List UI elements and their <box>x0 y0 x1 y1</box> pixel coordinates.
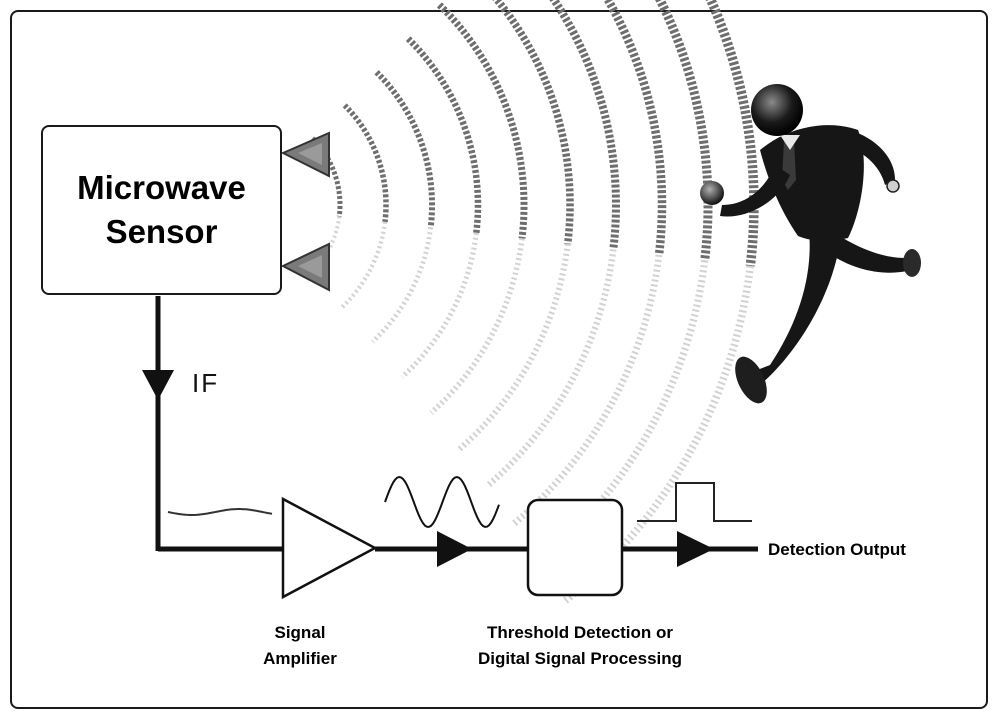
wave-arc-faint <box>309 216 342 275</box>
wave-arc-strong <box>310 136 343 217</box>
wave-arc-faint <box>400 232 479 379</box>
sensor-title-line1: Microwave <box>77 169 246 206</box>
weak-signal-waveform <box>167 508 273 516</box>
wave-arc-strong <box>603 0 667 256</box>
wave-arc-faint <box>537 259 709 565</box>
wave-arc-faint <box>429 238 525 415</box>
if-signal-line <box>142 296 174 551</box>
wave-arc-strong <box>549 0 620 250</box>
threshold-label-line2: Digital Signal Processing <box>477 649 683 668</box>
arrow-to-threshold-icon <box>437 531 472 567</box>
wave-arc-faint <box>563 265 755 604</box>
microwave-sensor-box: Microwave Sensor <box>41 125 282 295</box>
pulse-output-waveform <box>637 482 752 522</box>
arrow-to-output-icon <box>677 531 714 567</box>
if-label: IF <box>192 368 220 398</box>
running-man-icon <box>700 84 921 404</box>
wave-arc-strong <box>405 36 482 234</box>
wave-arc-faint <box>340 221 388 309</box>
wave-arc-faint <box>370 227 434 344</box>
wave-arc-strong <box>492 0 574 245</box>
wave-arc-faint <box>485 249 617 489</box>
amplifier-label-line2: Amplifier <box>263 649 337 668</box>
microwave-waves <box>309 0 759 604</box>
amplified-sine-waveform <box>384 475 500 528</box>
sensor-title-line2: Sensor <box>105 213 218 250</box>
wave-arc-faint <box>511 254 663 527</box>
amplifier-triangle <box>281 496 378 600</box>
antenna-upper-icon <box>280 131 330 178</box>
wave-arc-strong <box>374 70 436 228</box>
wave-arc-strong <box>342 103 389 223</box>
threshold-label-line1: Threshold Detection or <box>486 623 674 642</box>
antenna-lower-icon <box>280 242 330 292</box>
detection-output-label: Detection Output <box>768 540 906 559</box>
amplifier-label: Signal Amplifier <box>240 620 360 672</box>
wave-arc-strong <box>655 0 713 261</box>
threshold-label: Threshold Detection or Digital Signal Pr… <box>430 620 730 672</box>
wave-arc-strong <box>436 2 528 239</box>
wave-arc-strong <box>705 0 759 267</box>
threshold-detection-box <box>526 498 624 597</box>
amplifier-label-line1: Signal <box>274 623 326 642</box>
